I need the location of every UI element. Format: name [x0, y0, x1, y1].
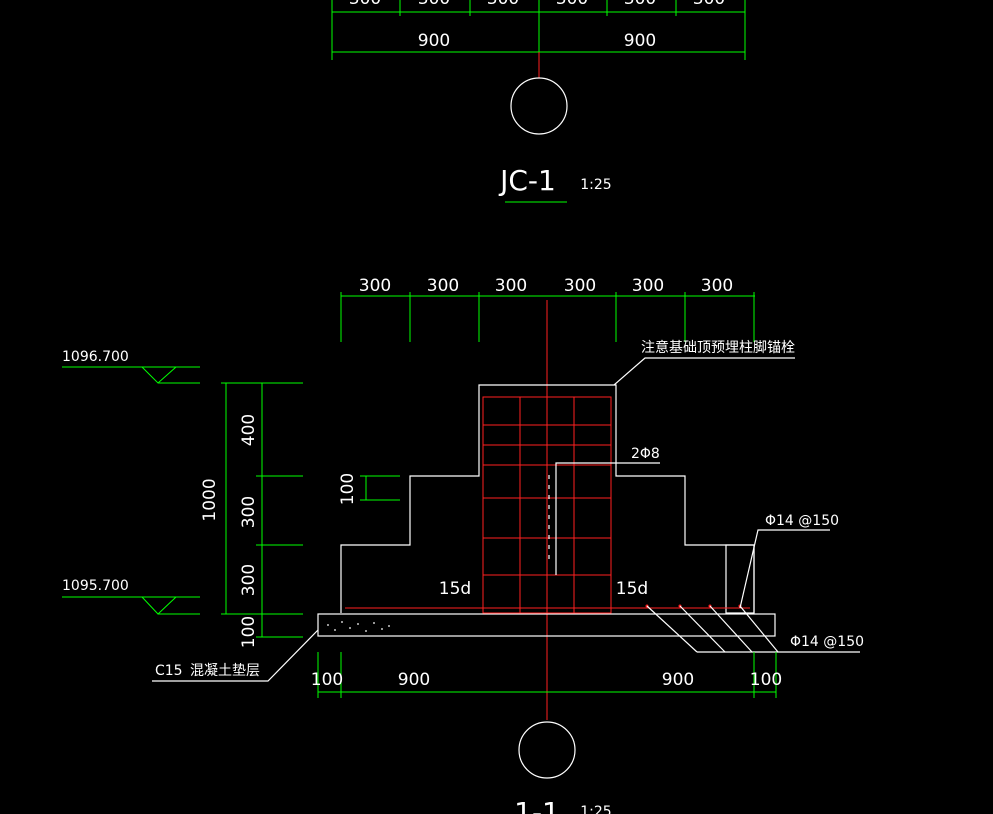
dim-300-upper: 300	[239, 496, 259, 528]
column-rebar-grid	[482, 396, 612, 614]
dim-total-1000: 1000	[200, 478, 220, 521]
section-scale: 1:25	[580, 804, 611, 814]
plan-dim-300-3: 300	[487, 0, 519, 9]
cushion-hatch	[327, 621, 390, 632]
label-phi14-lower: Φ14 @150	[790, 634, 864, 650]
plan-view: 300 300 300 300 300 300 900 900 JC-1 1:2…	[331, 0, 746, 203]
dim-bottom-900-right: 900	[662, 670, 694, 690]
plan-dim-300-1: 300	[349, 0, 381, 9]
plan-title: JC-1	[498, 164, 556, 197]
section-title: 1-1	[514, 796, 560, 814]
plan-dim-300-4: 300	[556, 0, 588, 9]
dim-100: 100	[239, 616, 259, 648]
plan-dim-900-left: 900	[418, 31, 450, 51]
dim-bottom-100-right: 100	[750, 670, 782, 690]
plan-scale: 1:25	[580, 177, 611, 193]
pedestal-right-stub	[725, 544, 755, 614]
anchor-bolt-outline	[555, 462, 614, 575]
plan-dim-300-2: 300	[418, 0, 450, 9]
section-view: 300 300 300 300 300 300 1096.700 1095.70…	[62, 276, 864, 814]
label-cushion: 混凝土垫层	[190, 663, 260, 679]
dim-bottom-900-left: 900	[398, 670, 430, 690]
bottom-mat-dots	[645, 604, 742, 608]
elev-bottom-marker	[141, 596, 177, 615]
section-dim-300-4: 300	[564, 276, 596, 296]
plan-dim-900-right: 900	[624, 31, 656, 51]
dim-300-lower: 300	[239, 564, 259, 596]
elev-bottom-label: 1095.700	[62, 578, 129, 594]
label-cushion-grade: C15	[155, 663, 183, 679]
elev-top-marker	[141, 366, 177, 384]
plan-dim-300-5: 300	[624, 0, 656, 9]
section-dim-300-2: 300	[427, 276, 459, 296]
label-2phi8: 2Φ8	[631, 446, 660, 462]
label-phi14-upper: Φ14 @150	[765, 513, 839, 529]
section-dim-300-6: 300	[701, 276, 733, 296]
section-dim-300-5: 300	[632, 276, 664, 296]
elev-top-label: 1096.700	[62, 349, 129, 365]
label-15d-right: 15d	[616, 579, 648, 599]
concrete-cushion	[317, 613, 776, 637]
leader-anchor-note	[613, 357, 795, 386]
dim-step-100: 100	[338, 473, 358, 505]
leader-phi14-lower	[646, 605, 860, 653]
dim-bottom-100-left: 100	[311, 670, 343, 690]
foundation-outline	[340, 384, 755, 613]
plan-dim-300-6: 300	[693, 0, 725, 9]
dim-400: 400	[239, 414, 259, 446]
leader-cushion	[152, 629, 319, 682]
section-dim-300-3: 300	[495, 276, 527, 296]
plan-axis-bubble	[510, 77, 568, 135]
section-axis-bubble	[518, 721, 576, 779]
section-dim-300-1: 300	[359, 276, 391, 296]
leader-phi14-upper	[739, 529, 830, 609]
label-15d-left: 15d	[439, 579, 471, 599]
note-anchor-bolt: 注意基础顶预埋柱脚锚栓	[641, 339, 795, 356]
